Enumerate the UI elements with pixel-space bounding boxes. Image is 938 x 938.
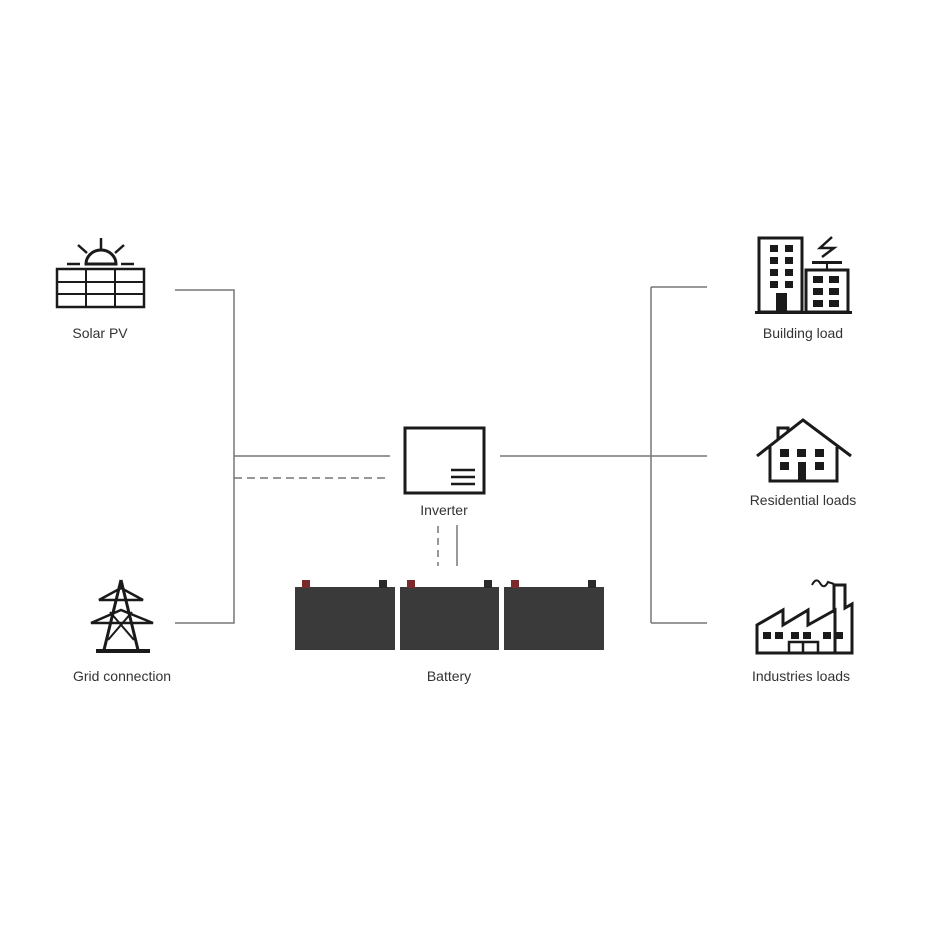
inverter-icon [403, 426, 486, 495]
factory-icon [755, 579, 854, 655]
battery-label: Battery [426, 668, 472, 684]
battery-cell [295, 580, 395, 650]
residential-loads-label: Residential loads [749, 492, 857, 508]
solar-connection-line [175, 289, 235, 624]
load-bus-line [500, 286, 707, 624]
house-icon [756, 418, 852, 483]
power-pylon-icon [90, 579, 154, 653]
industries-loads-label: Industries loads [751, 668, 851, 684]
solar-panel-icon [55, 238, 146, 309]
battery-icon [295, 580, 604, 650]
battery-cell [400, 580, 499, 650]
grid-connection-label: Grid connection [72, 668, 172, 684]
battery-cell [504, 580, 604, 650]
building-load-label: Building load [762, 325, 844, 341]
building-icon [755, 236, 852, 314]
inverter-label: Inverter [420, 502, 468, 518]
solar-pv-label: Solar PV [72, 325, 128, 341]
